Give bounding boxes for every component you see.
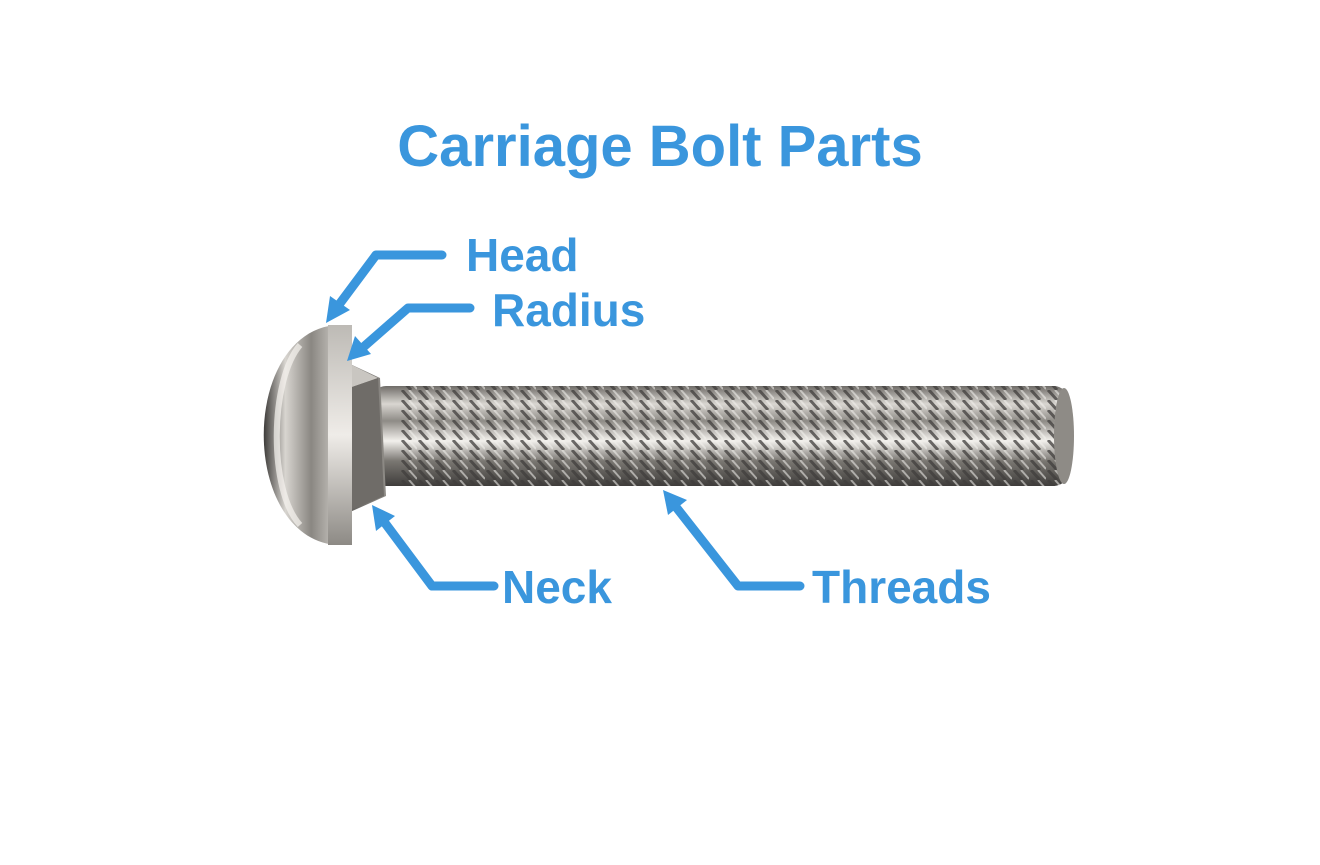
threads-arrow [663,490,805,591]
neck-arrow [372,505,499,591]
label-radius: Radius [492,284,646,336]
label-threads: Threads [812,561,991,613]
threads-shaft [372,386,1074,486]
label-neck: Neck [502,561,612,613]
diagram-title: Carriage Bolt Parts [397,114,923,179]
head-arrow [326,250,447,323]
head-dome [263,325,352,545]
radius-arrow [347,303,475,361]
label-head: Head [466,229,579,281]
